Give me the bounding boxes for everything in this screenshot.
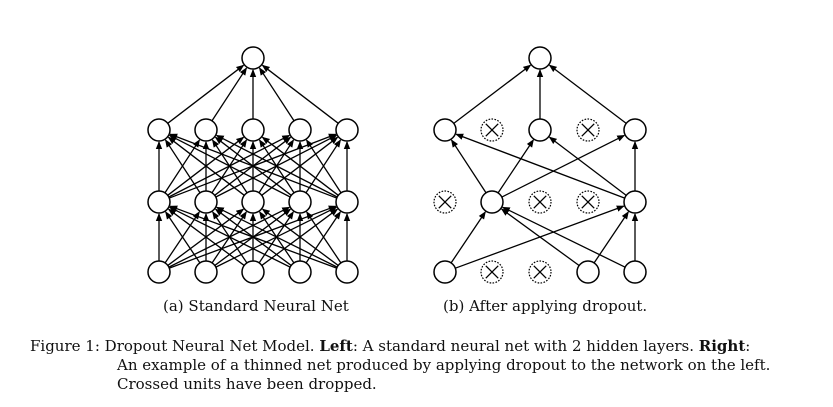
standard-unit-l0-2 bbox=[241, 260, 265, 284]
left-text: : A standard neural net with 2 hidden la… bbox=[352, 337, 694, 355]
dropout-unit-l2-2 bbox=[528, 118, 552, 142]
standard-edge-l0-2-0 bbox=[167, 208, 245, 266]
dropout-unit-l0-4 bbox=[623, 260, 647, 284]
standard-unit-l1-0 bbox=[147, 190, 171, 214]
standard-neural-net bbox=[147, 46, 359, 284]
standard-edge-l0-4-0 bbox=[169, 205, 337, 269]
dropout-edge-l0-3-1 bbox=[500, 208, 580, 267]
standard-edge-l2-0-0 bbox=[167, 64, 245, 124]
dropout-edge-l1-1-2 bbox=[497, 139, 534, 194]
standard-unit-l1-1 bbox=[194, 190, 218, 214]
dropout-edge-l0-0-1 bbox=[450, 211, 486, 264]
standard-edge-l0-4-2 bbox=[261, 208, 339, 266]
subfigure-caption-a: (a) Standard Neural Net bbox=[163, 297, 349, 315]
left-label: Left bbox=[319, 337, 353, 355]
standard-unit-l1-3 bbox=[288, 190, 312, 214]
standard-unit-l0-4 bbox=[335, 260, 359, 284]
standard-edge-l0-4-1 bbox=[215, 206, 338, 268]
dropout-unit-l0-0 bbox=[433, 260, 457, 284]
dropout-neural-net bbox=[433, 46, 647, 284]
standard-edge-l2-1-0 bbox=[211, 67, 247, 122]
dropout-dropped-unit-l0-2 bbox=[528, 260, 552, 284]
subfigure-caption-b: (b) After applying dropout. bbox=[443, 297, 648, 315]
dropout-figure bbox=[147, 46, 647, 284]
standard-unit-l2-0 bbox=[147, 118, 171, 142]
dropout-edge-l1-1-4 bbox=[501, 134, 626, 198]
dropout-dropped-unit-l1-3 bbox=[576, 190, 600, 214]
right-text-1: : bbox=[745, 337, 751, 355]
standard-edge-l1-2-0 bbox=[167, 136, 245, 196]
standard-edge-l2-3-0 bbox=[259, 67, 295, 122]
standard-unit-l0-0 bbox=[147, 260, 171, 284]
dropout-edge-l0-3-4 bbox=[593, 211, 629, 264]
standard-edge-l1-1-0 bbox=[165, 139, 201, 194]
dropout-unit-l3-0 bbox=[528, 46, 552, 70]
dropout-edge-l0-4-1 bbox=[501, 206, 626, 268]
dropout-unit-l0-3 bbox=[576, 260, 600, 284]
dropout-edge-l1-4-0 bbox=[455, 133, 625, 199]
standard-unit-l2-3 bbox=[288, 118, 312, 142]
dropout-unit-l2-0 bbox=[433, 118, 457, 142]
dropout-dropped-unit-l1-0 bbox=[433, 190, 457, 214]
standard-edge-l1-4-0 bbox=[169, 133, 337, 199]
standard-unit-l3-0 bbox=[241, 46, 265, 70]
standard-unit-l2-4 bbox=[335, 118, 359, 142]
standard-edge-l1-4-3 bbox=[306, 139, 342, 194]
dropout-dropped-unit-l0-1 bbox=[480, 260, 504, 284]
dropout-unit-l2-4 bbox=[623, 118, 647, 142]
right-label: Right bbox=[698, 337, 746, 355]
standard-unit-l1-4 bbox=[335, 190, 359, 214]
standard-edge-l0-1-0 bbox=[165, 211, 201, 264]
caption-line-3: Crossed units have been dropped. bbox=[117, 375, 377, 393]
figure-title: Dropout Neural Net Model. bbox=[104, 337, 315, 355]
standard-edge-l0-3-0 bbox=[168, 206, 291, 268]
standard-edge-l2-4-0 bbox=[261, 64, 339, 124]
standard-edge-l0-4-3 bbox=[306, 211, 342, 264]
standard-edge-l1-4-1 bbox=[215, 134, 338, 198]
dropout-edge-l2-0-0 bbox=[453, 64, 532, 124]
dropout-dropped-unit-l1-2 bbox=[528, 190, 552, 214]
standard-unit-l2-2 bbox=[241, 118, 265, 142]
standard-unit-l0-1 bbox=[194, 260, 218, 284]
standard-unit-l1-2 bbox=[241, 190, 265, 214]
dropout-dropped-unit-l2-1 bbox=[480, 118, 504, 142]
dropout-dropped-unit-l2-3 bbox=[576, 118, 600, 142]
caption-line-2: An example of a thinned net produced by … bbox=[117, 356, 771, 374]
standard-unit-l0-3 bbox=[288, 260, 312, 284]
dropout-unit-l1-1 bbox=[480, 190, 504, 214]
figure-caption: Figure 1: Dropout Neural Net Model. Left… bbox=[30, 337, 830, 394]
dropout-edge-l2-4-0 bbox=[548, 64, 627, 124]
standard-edge-l1-3-0 bbox=[168, 134, 291, 198]
standard-unit-l2-1 bbox=[194, 118, 218, 142]
standard-edge-l1-4-2 bbox=[261, 136, 339, 196]
dropout-unit-l1-4 bbox=[623, 190, 647, 214]
dropout-edge-l1-4-2 bbox=[548, 136, 627, 196]
figure-label: Figure 1: bbox=[30, 337, 100, 355]
dropout-edge-l1-1-0 bbox=[451, 139, 487, 194]
